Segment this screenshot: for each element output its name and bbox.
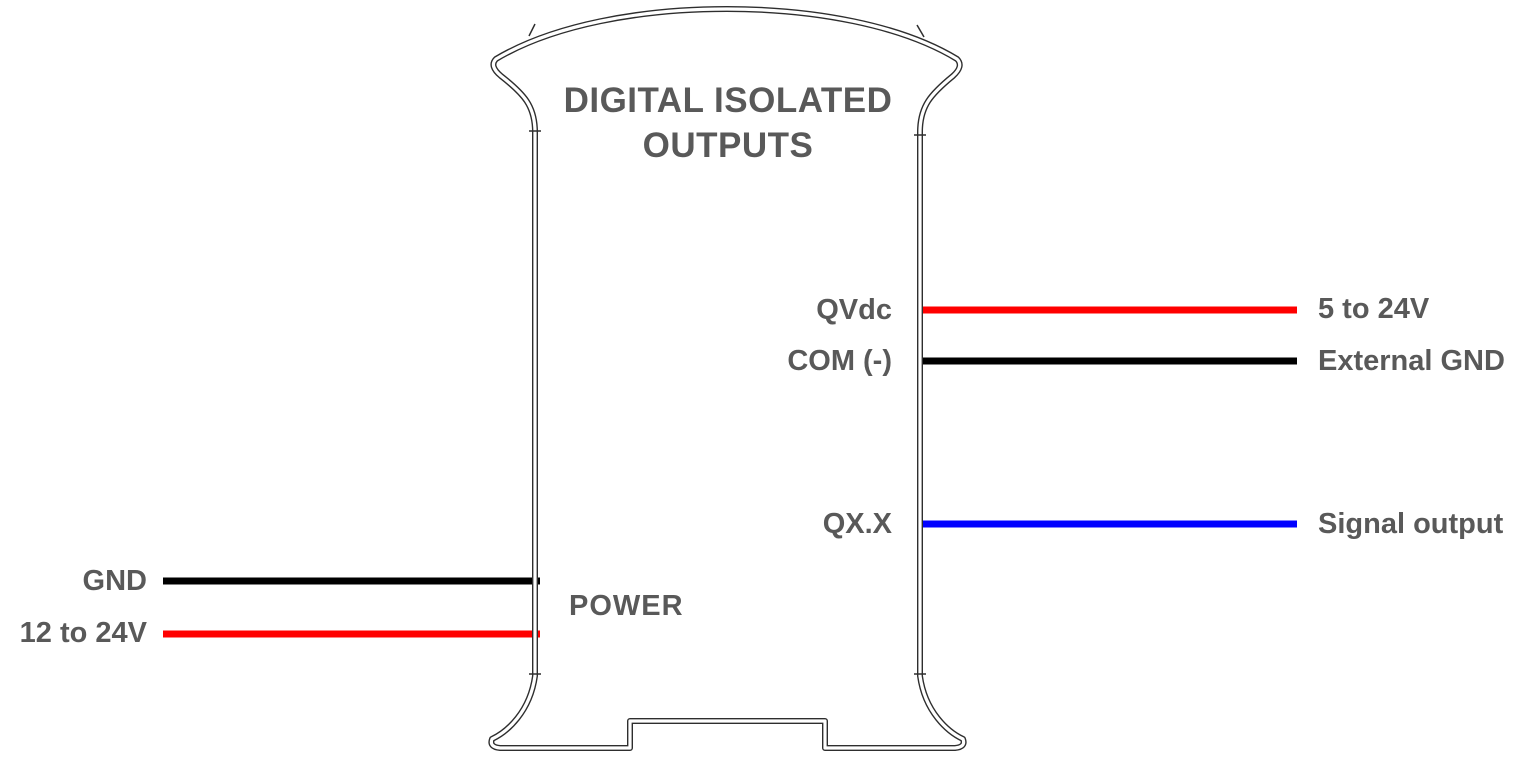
terminal-label-qvdc: QVdc — [816, 294, 892, 326]
device-title: DIGITAL ISOLATED OUTPUTS — [535, 78, 921, 168]
wire-group — [163, 306, 1297, 638]
wire-label-5-to-24v: 5 to 24V — [1318, 293, 1430, 325]
device-outline — [488, 6, 967, 751]
device-title-line2: OUTPUTS — [642, 126, 814, 165]
terminal-label-com: COM (-) — [787, 345, 892, 377]
terminal-label-qxx: QX.X — [822, 508, 892, 540]
wire-label-gnd: GND — [82, 565, 147, 597]
wire-label-12-to-24v: 12 to 24V — [19, 617, 147, 649]
wire-label-external-gnd: External GND — [1318, 345, 1505, 377]
device-title-line1: DIGITAL ISOLATED — [563, 81, 893, 120]
wire-label-signal-output: Signal output — [1318, 508, 1504, 540]
power-section-label: POWER — [569, 590, 684, 622]
outline-joint-ticks — [528, 23, 926, 675]
